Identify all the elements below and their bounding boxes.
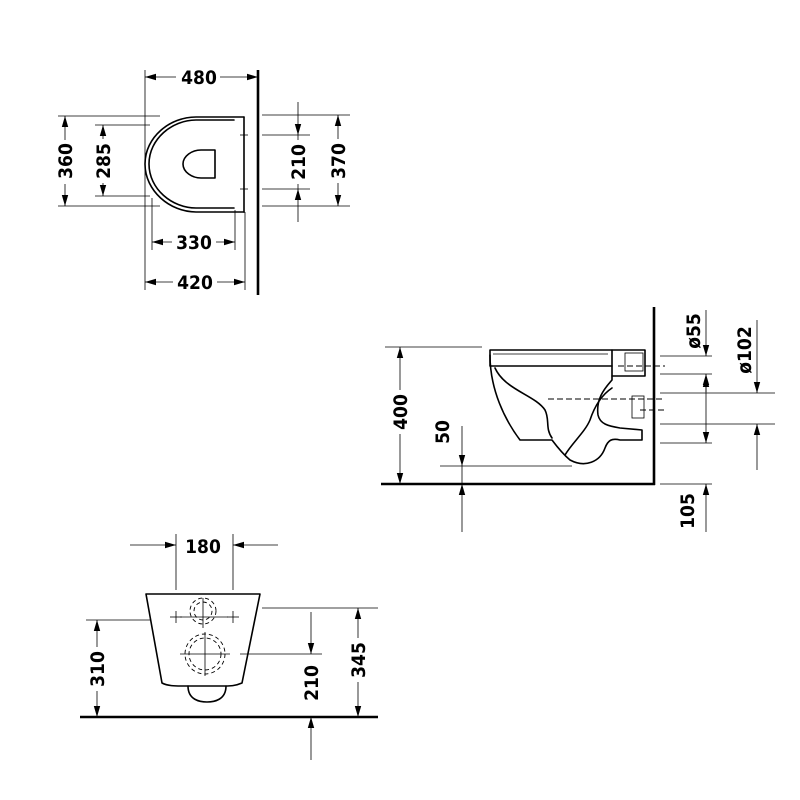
dim-rim-height-side: 400 — [390, 394, 412, 430]
dim-opening-width: 285 — [93, 143, 115, 179]
dim-frame-width: 370 — [328, 143, 350, 179]
dim-rim-height-front: 345 — [348, 642, 370, 678]
side-view: 400 50 ø55 ø102 105 — [381, 307, 775, 532]
dim-fixing-spacing-top: 210 — [288, 144, 310, 180]
dim-inlet-diameter: ø55 — [683, 313, 705, 349]
side-view-trapway — [564, 387, 613, 456]
dim-bowl-length: 420 — [177, 272, 213, 294]
front-view-outlet — [187, 685, 227, 703]
front-view-bowl-outline — [145, 593, 261, 687]
side-view-bracket — [611, 349, 646, 377]
dim-outlet-height-front: 210 — [301, 665, 323, 701]
side-view-bowl-outline — [489, 354, 643, 465]
top-view-seat-edge — [148, 119, 235, 209]
front-view-inlet-circle — [189, 597, 217, 625]
dim-outlet-diameter: ø102 — [734, 326, 756, 373]
dim-fixing-height: 310 — [87, 651, 109, 687]
dim-outlet-height-side: 50 — [432, 420, 454, 444]
dim-overall-width: 360 — [55, 143, 77, 179]
dim-fixing-spacing-front: 180 — [185, 536, 221, 558]
top-view-bowl-outline — [144, 116, 245, 213]
side-view-seat — [489, 349, 613, 367]
dim-overall-length: 480 — [181, 67, 217, 89]
fixing-hole-icon — [240, 131, 248, 193]
top-view-inner-opening — [182, 149, 216, 179]
front-view: 180 310 210 345 — [80, 534, 378, 760]
top-view: 480 330 420 360 285 210 — [53, 65, 350, 295]
fixing-hole-icon — [170, 611, 239, 623]
dim-outlet-center-height: 105 — [677, 493, 699, 529]
dim-rim-to-opening: 330 — [176, 232, 212, 254]
side-view-bowl-inner — [494, 367, 553, 439]
